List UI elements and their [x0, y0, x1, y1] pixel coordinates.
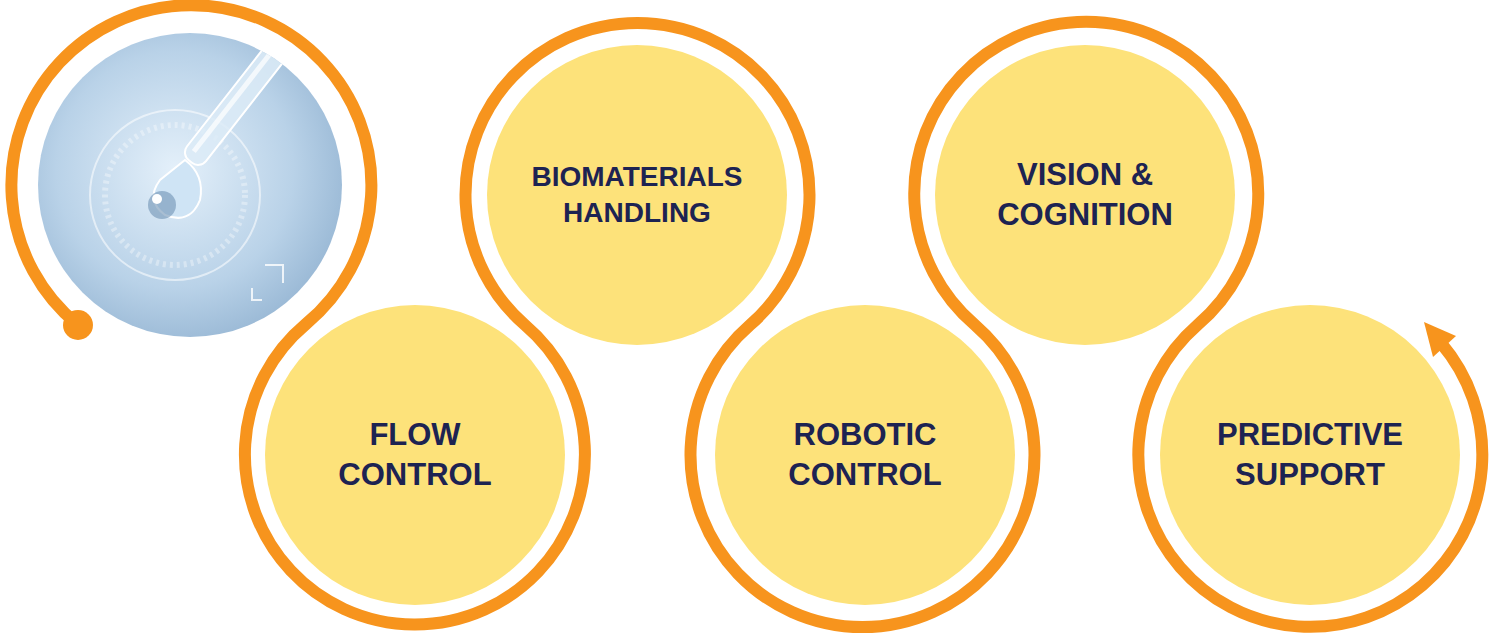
text-stack: VISION & COGNITION [965, 155, 1205, 236]
text-stack: ROBOTIC CONTROL [760, 415, 970, 496]
step-circle: VISION & COGNITION [935, 45, 1235, 345]
step-circle: FLOW CONTROL [265, 305, 565, 605]
step-circle: PREDICTIVE SUPPORT [1160, 305, 1460, 605]
step-label: ROBOTIC CONTROL [760, 415, 970, 496]
pipette-illustration [38, 33, 342, 337]
step-label: BIOMATERIALS HANDLING [501, 159, 773, 232]
step-circle: ROBOTIC CONTROL [715, 305, 1015, 605]
arrow-head [1424, 322, 1456, 357]
text-stack: BIOMATERIALS HANDLING [501, 159, 773, 232]
text-stack: PREDICTIVE SUPPORT [1190, 415, 1430, 496]
snake-ring [11, 5, 1482, 627]
text-stack: FLOW CONTROL [310, 415, 520, 496]
start-dot [63, 310, 93, 340]
step-label: VISION & COGNITION [965, 155, 1205, 236]
step-circle: BIOMATERIALS HANDLING [487, 45, 787, 345]
step-label: FLOW CONTROL [310, 415, 520, 496]
step-label: PREDICTIVE SUPPORT [1190, 415, 1430, 496]
